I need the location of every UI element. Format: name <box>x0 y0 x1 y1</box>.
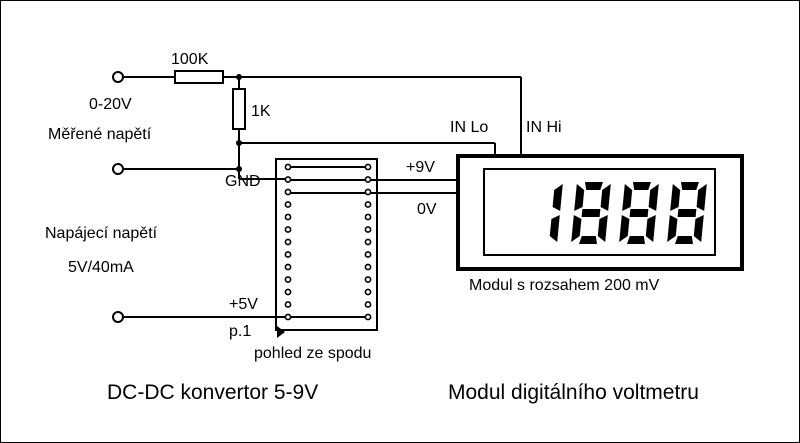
converter-pin <box>364 238 372 246</box>
converter-pin <box>284 213 292 221</box>
converter-pin <box>364 276 372 283</box>
converter-pin <box>284 251 292 258</box>
converter-pin <box>364 213 372 221</box>
display-segment-a <box>681 182 699 190</box>
converter-pin <box>364 176 372 183</box>
label-module-range: Modul s rozsahem 200 mV <box>469 277 660 294</box>
display-segment-c <box>645 215 656 242</box>
dcdc-module <box>275 158 378 331</box>
display-segment-e <box>571 215 582 242</box>
display-segment-a <box>633 182 651 190</box>
label-pin1: p.1 <box>229 323 252 340</box>
input-terminal-top <box>112 71 124 83</box>
display-segment-g <box>581 209 601 217</box>
converter-pin <box>364 188 372 196</box>
converter-pin <box>284 238 292 246</box>
converter-pin <box>284 313 292 321</box>
supply-terminal <box>112 311 124 323</box>
seven-segment-display <box>549 182 707 244</box>
display-segment-c <box>597 215 608 242</box>
display-segment-g <box>677 209 697 217</box>
ground-terminal <box>112 163 124 175</box>
display-segment-c <box>693 215 704 242</box>
label-range: 0-20V <box>89 96 132 113</box>
label-0v: 0V <box>417 201 437 218</box>
label-in-hi: IN Hi <box>526 119 562 136</box>
display-segment-d <box>579 236 597 244</box>
junction-dot <box>236 166 242 172</box>
junction-dot <box>236 74 242 80</box>
label-in-lo: IN Lo <box>450 119 489 136</box>
converter-pin <box>364 313 372 321</box>
label-plus9v: +9V <box>406 159 435 176</box>
converter-pin <box>364 163 372 171</box>
converter-pin <box>364 226 372 233</box>
caption-dcdc-converter: DC-DC konvertor 5-9V <box>107 381 319 404</box>
converter-pin <box>364 251 372 258</box>
converter-pin <box>364 263 372 271</box>
resistor-100k <box>174 70 224 84</box>
pin-group <box>284 163 372 321</box>
display-segment-b <box>552 184 563 211</box>
label-plus5v: +5V <box>229 296 258 313</box>
display-window <box>483 168 716 256</box>
label-bottom-view: pohled ze spodu <box>254 345 372 362</box>
display-segment-d <box>627 236 645 244</box>
converter-pin <box>284 201 292 208</box>
converter-pin <box>364 288 372 296</box>
converter-pin <box>284 276 292 283</box>
resistor-1k <box>232 88 246 130</box>
converter-pin <box>364 201 372 208</box>
display-segment-b <box>648 184 659 211</box>
label-supply-voltage: Napájecí napětí <box>45 225 158 242</box>
display-segment-d <box>675 236 693 244</box>
display-segment-a <box>585 182 603 190</box>
display-segment-g <box>629 209 649 217</box>
display-segment-e <box>667 215 678 242</box>
caption-voltmeter-module: Modul digitálního voltmetru <box>448 381 699 404</box>
converter-pin <box>284 301 292 308</box>
pin1-marker-icon <box>277 326 285 338</box>
junction-dot <box>236 140 242 146</box>
display-segment-b <box>600 184 611 211</box>
display-segment-e <box>619 215 630 242</box>
converter-pin <box>284 263 292 271</box>
converter-pin <box>284 226 292 233</box>
label-1k: 1K <box>251 103 271 120</box>
converter-pin <box>284 288 292 296</box>
voltmeter-module <box>456 154 744 271</box>
label-gnd: GND <box>225 173 261 190</box>
converter-pin <box>284 176 292 183</box>
label-measured-voltage: Měřené napětí <box>48 126 152 143</box>
label-100k: 100K <box>171 51 209 68</box>
label-supply-spec: 5V/40mA <box>68 259 134 276</box>
display-segment-f <box>622 184 633 211</box>
display-segment-b <box>696 184 707 211</box>
display-segment-c <box>549 215 560 242</box>
converter-pin <box>284 163 292 171</box>
display-segment-f <box>670 184 681 211</box>
display-segment-f <box>574 184 585 211</box>
converter-pin <box>284 188 292 196</box>
converter-pin <box>364 301 372 308</box>
